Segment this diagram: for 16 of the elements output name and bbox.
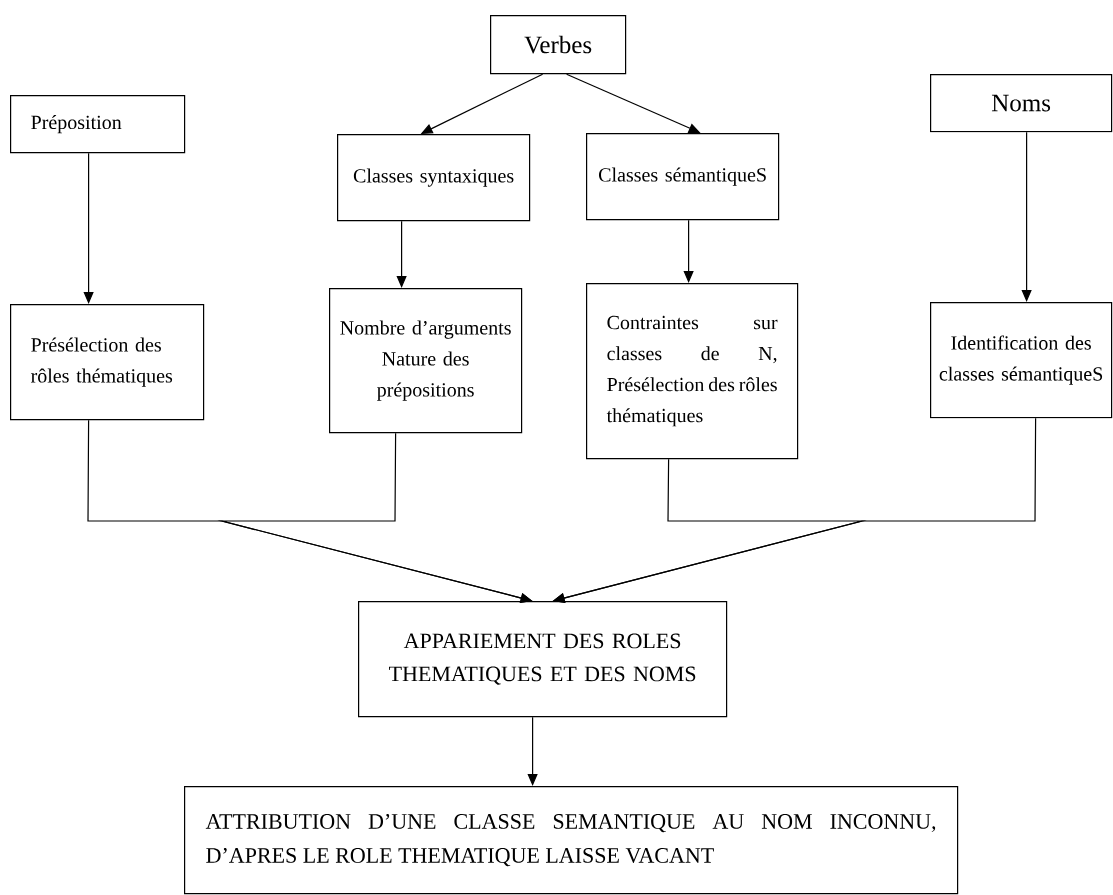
process-box: Nombre d’arguments Nature des prépositions xyxy=(329,288,523,434)
process-box: Noms xyxy=(930,74,1113,133)
process-box: Classes sémantiqueS xyxy=(586,133,780,221)
process-box: APPARIEMENT DES ROLES THEMATIQUES ET DES NOMS xyxy=(358,601,728,718)
process-box: Verbes xyxy=(490,15,627,75)
process-box: Préposition xyxy=(10,95,186,154)
process-box: Présélection des rôles thématiques xyxy=(10,304,205,421)
process-box: Classes syntaxiques xyxy=(337,134,531,222)
arrow xyxy=(527,716,538,786)
arrow xyxy=(83,152,94,304)
arrow xyxy=(1021,131,1032,302)
arrow xyxy=(683,219,694,283)
arrow xyxy=(396,220,407,288)
process-box: Identification des classes sémantiqueS xyxy=(930,302,1113,419)
process-box: ATTRIBUTION D’UNE CLASSE SEMANTIQUE AU NOM INCONNU, D’APRES LE ROLE THEMATIQUE LAISSE VACANT xyxy=(184,786,959,895)
process-box: Contraintes sur classes de N, Présélection des rôles thématiques xyxy=(586,283,799,460)
